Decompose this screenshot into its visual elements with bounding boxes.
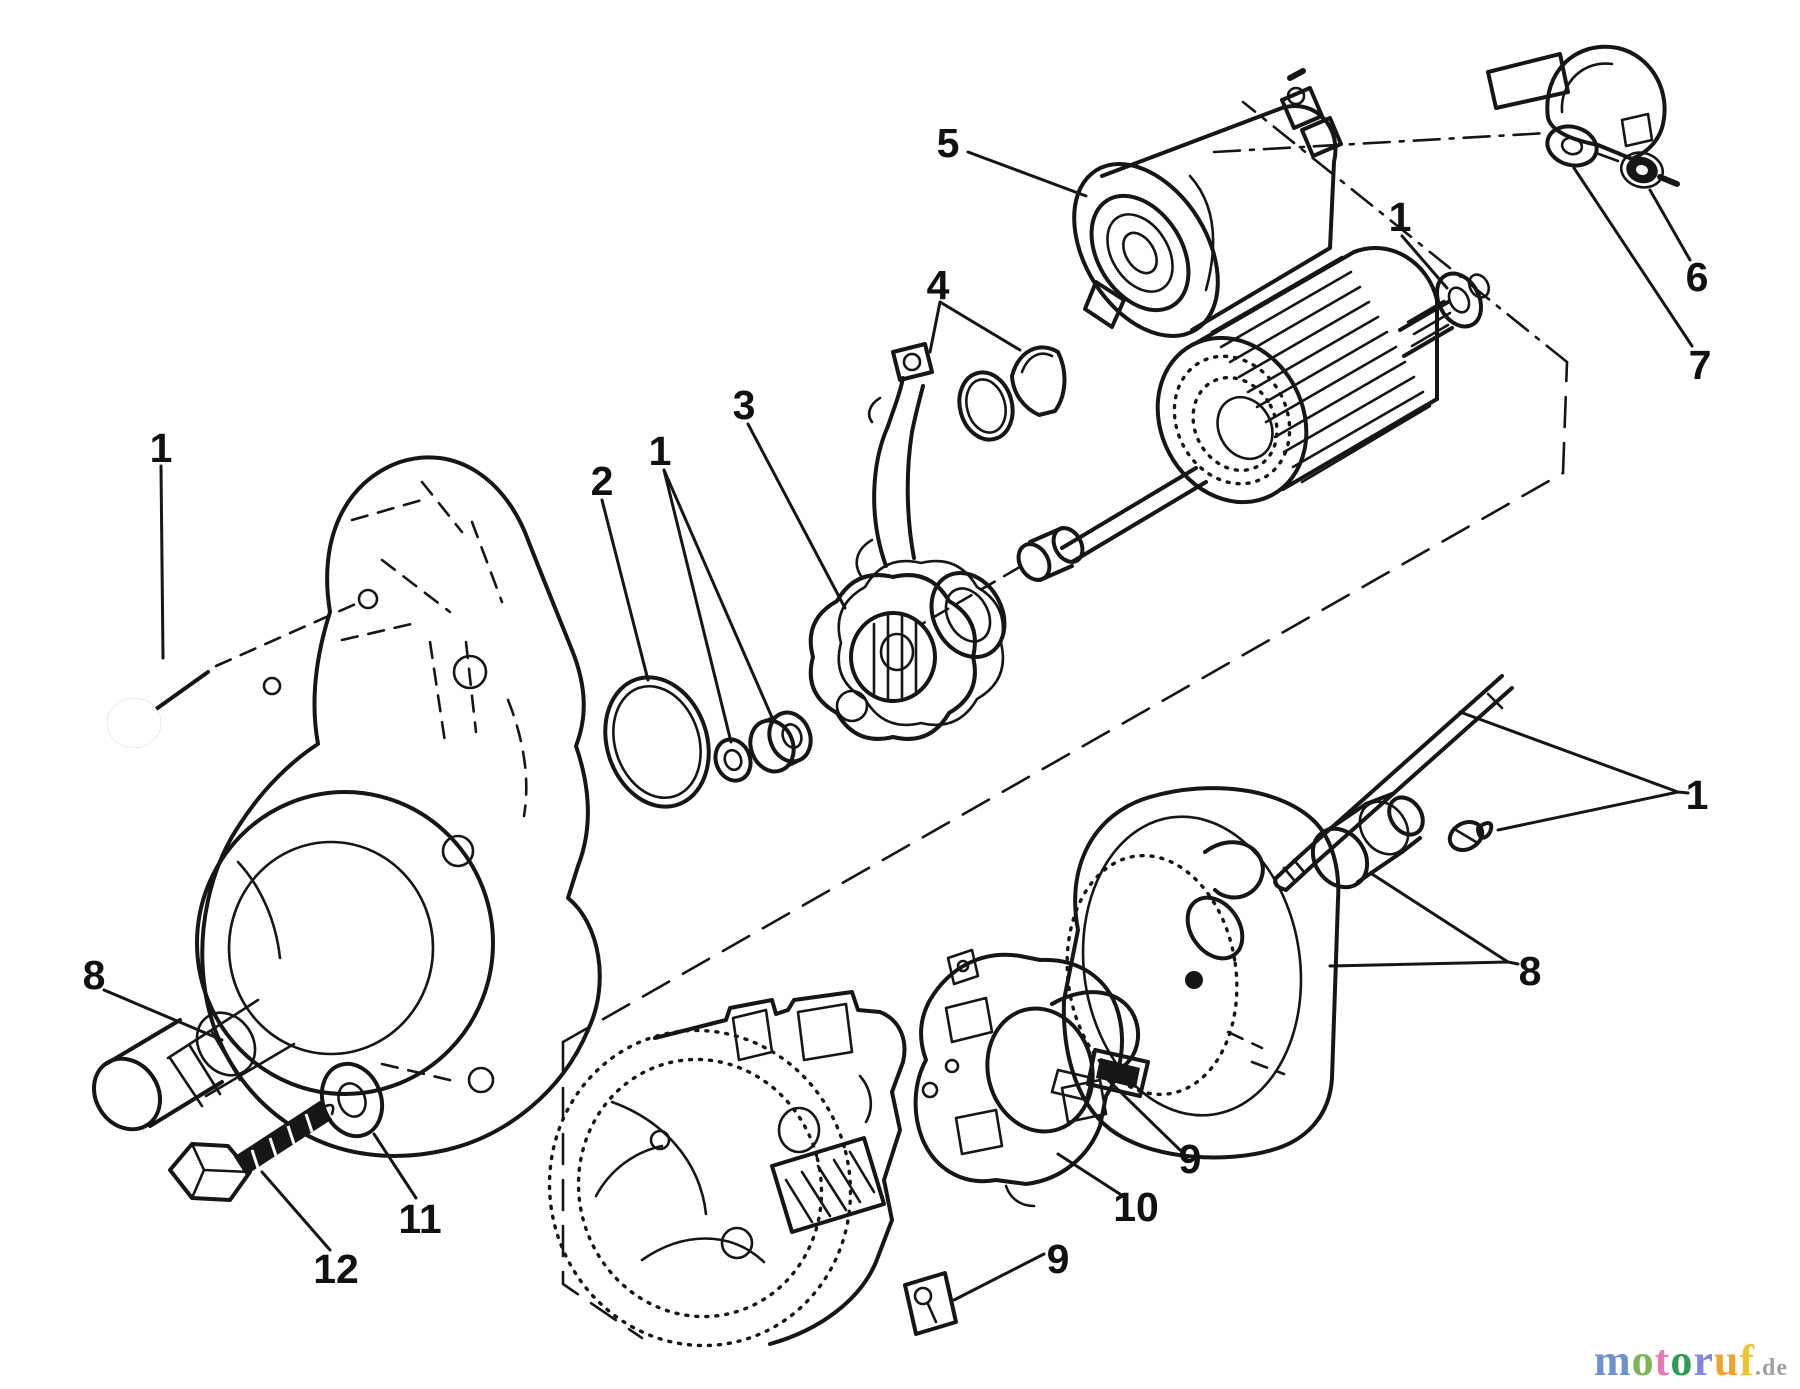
callout-12-flange-bolt: 12 (313, 1246, 359, 1292)
callout-9-brush-lower: 9 (1047, 1236, 1070, 1282)
flat-washer-11 (319, 1061, 460, 1139)
shift-lever (855, 342, 934, 578)
flange-bolt-12 (168, 1100, 335, 1202)
callout-8-drive-shaft: 8 (83, 952, 106, 998)
small-screw-1 (1447, 820, 1494, 852)
watermark-letter: o (1631, 1336, 1655, 1385)
callout-8-cap-bushing: 8 (1519, 948, 1542, 994)
watermark-suffix: .de (1755, 1355, 1788, 1381)
end-cap (1061, 786, 1341, 1160)
callout-3-pinion-gear: 3 (733, 382, 756, 428)
frame-dashed-lines (561, 100, 1569, 1340)
watermark-letter: f (1739, 1336, 1755, 1385)
gasket-ring-2 (603, 675, 711, 809)
callout-4-lever-hardware: 4 (927, 262, 950, 308)
callout-5-solenoid: 5 (937, 120, 960, 166)
callout-9-brush-upper: 9 (1179, 1136, 1202, 1182)
cable-clamp-6-7 (1486, 44, 1680, 189)
pinion-gear-3 (808, 559, 1007, 741)
watermark-letter: t (1654, 1336, 1671, 1385)
gear-housing (92, 455, 602, 1158)
callout-2-gasket-ring: 2 (591, 458, 614, 504)
callout-1-washer-set: 1 (649, 428, 672, 474)
motoruf-watermark: motoruf.de (1594, 1339, 1788, 1383)
solenoid-5 (1072, 68, 1343, 339)
brush-plate-10 (913, 948, 1150, 1208)
callout-1-armature-bearing: 1 (1389, 194, 1412, 240)
watermark-letter: m (1594, 1336, 1632, 1385)
callout-7-cable-clamp: 7 (1689, 342, 1712, 388)
callout-10-brush-plate: 10 (1113, 1184, 1159, 1230)
washer-set-1 (713, 710, 813, 783)
watermark-letter: r (1693, 1336, 1714, 1385)
watermark-letter: o (1670, 1336, 1694, 1385)
watermark-letter: u (1713, 1336, 1740, 1385)
callout-11-flat-washer: 11 (398, 1196, 441, 1242)
callout-1-through-bolt: 1 (1686, 772, 1709, 818)
callout-1-housing-screw: 1 (150, 425, 173, 471)
brush-9 (903, 1271, 958, 1336)
lever-hardware-4 (957, 345, 1067, 442)
callout-6-cable-nut: 6 (1686, 254, 1709, 300)
leader-lines (102, 150, 1694, 1302)
armature (1016, 246, 1491, 582)
mounting-screw-1 (107, 600, 362, 748)
cap-bushing-8 (1310, 792, 1425, 890)
motor-body (547, 990, 907, 1348)
